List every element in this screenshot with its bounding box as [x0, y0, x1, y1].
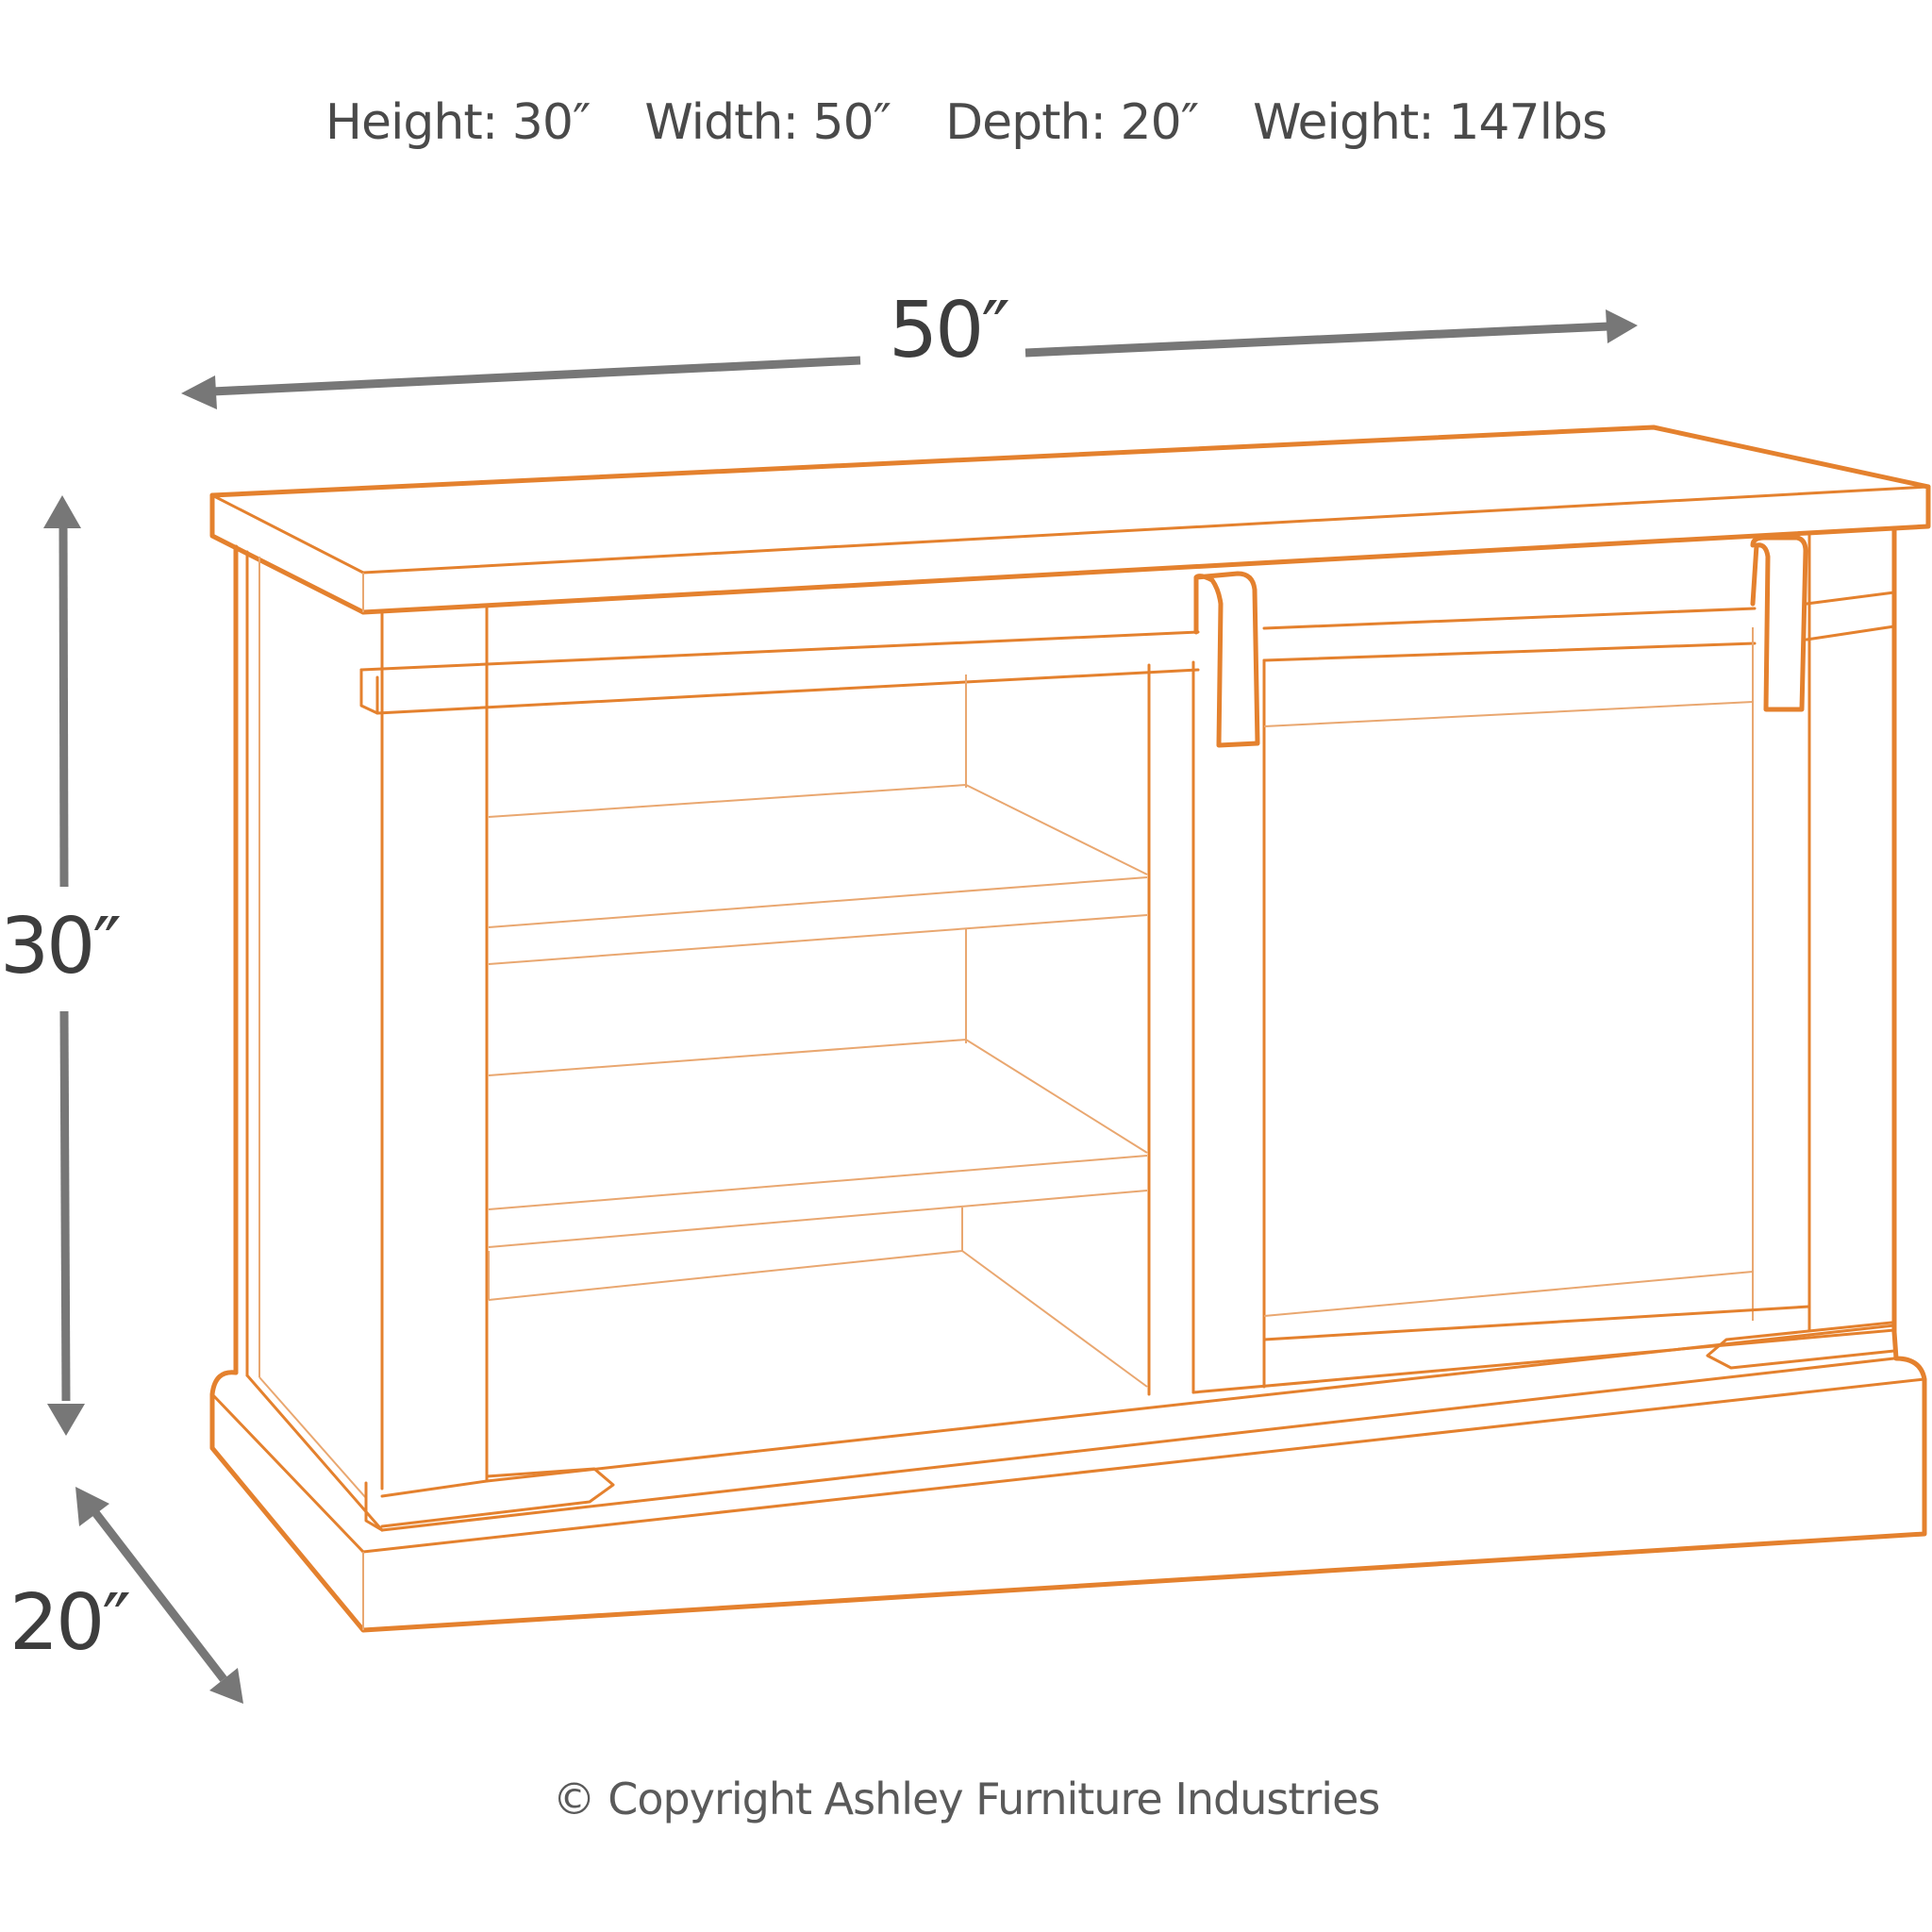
spec-height: Height: 30″	[325, 94, 591, 151]
width-dimension-label: 50″	[889, 286, 1010, 375]
open-shelves	[488, 783, 1148, 1388]
top-slab	[209, 425, 1931, 615]
base-plinth	[209, 1324, 1927, 1633]
height-dimension-arrow	[43, 495, 85, 1436]
door-hanger-right	[1750, 535, 1808, 712]
center-divider	[965, 660, 1195, 1396]
depth-dimension-arrow	[75, 1487, 243, 1704]
spec-depth: Depth: 20″	[945, 94, 1199, 151]
spec-weight: Weight: 147lbs	[1253, 94, 1607, 151]
base-bracket-right	[1706, 1321, 1896, 1370]
barn-door	[1191, 627, 1896, 1394]
right-front-stile	[1807, 525, 1897, 1335]
door-hanger-left	[1193, 571, 1260, 748]
cabinet-drawing	[209, 425, 1931, 1633]
spec-line: Height: 30″ Width: 50″ Depth: 20″ Weight…	[0, 94, 1932, 151]
left-front-stile	[380, 604, 489, 1491]
base-bracket-left	[380, 1467, 615, 1528]
width-dimension-arrow	[181, 309, 1638, 409]
left-side-panel	[233, 544, 260, 1377]
height-dimension-label: 30″	[0, 902, 122, 991]
spec-width: Width: 50″	[644, 94, 891, 151]
barn-door-rail	[359, 591, 1896, 715]
copyright-notice: © Copyright Ashley Furniture Industries	[552, 1774, 1381, 1824]
depth-dimension-label: 20″	[9, 1578, 131, 1668]
